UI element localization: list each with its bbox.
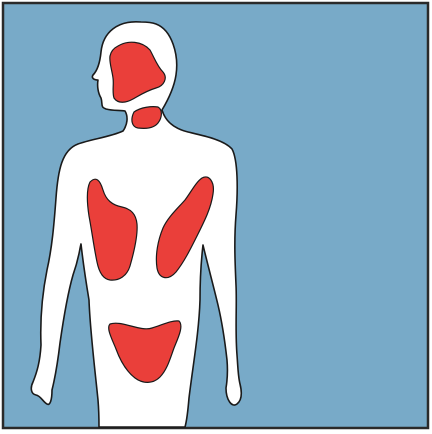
body-diagram-svg [0, 0, 432, 434]
body-diagram-figure [0, 0, 432, 434]
